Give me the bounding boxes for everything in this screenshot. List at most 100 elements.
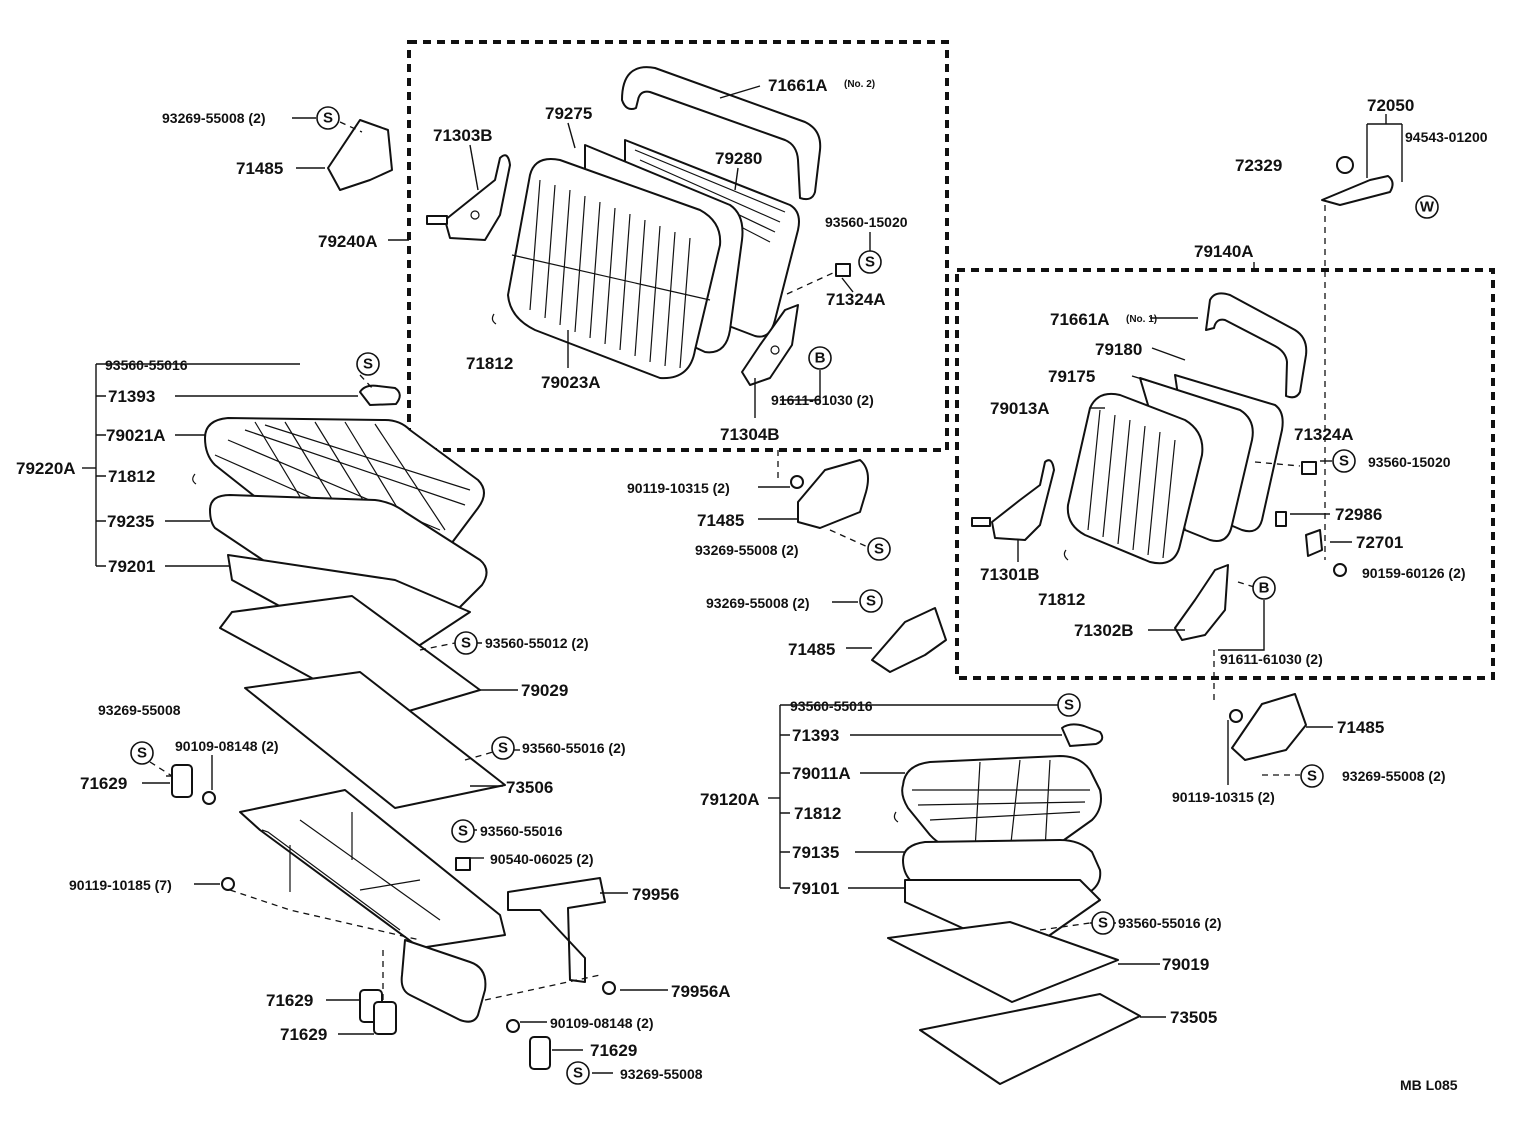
label-71629: 71629 <box>80 774 127 793</box>
label-93269-55008: 93269-55008 (2) <box>162 110 266 126</box>
bracket-72701 <box>1305 529 1323 557</box>
label-91611-61030: 91611-61030 (2) <box>1220 651 1323 667</box>
cushion-seams <box>214 424 471 549</box>
symbol-circles: S S B W S B S S S S S S S S S S S <box>130 106 1439 1085</box>
label-94543-01200: 94543-01200 <box>1405 129 1488 145</box>
bolt-79956A <box>602 981 616 995</box>
frame-ribs <box>634 149 786 243</box>
hinge-hole <box>470 210 480 220</box>
label-93560-15020: 93560-15020 <box>825 214 908 230</box>
front-cover-pleats <box>1087 409 1176 559</box>
label-79013A: 79013A <box>990 399 1050 418</box>
lock-lever <box>1321 175 1394 206</box>
cover-71485-b <box>797 459 869 529</box>
label-93560-55016: 93560-55016 <box>790 698 873 714</box>
symbol-s <box>867 537 891 561</box>
knob-72329 <box>1336 156 1354 174</box>
group-box-79240A <box>407 40 949 452</box>
bolt-90159 <box>1333 563 1347 577</box>
label-71629: 71629 <box>266 991 313 1010</box>
label-93269-55008: 93269-55008 <box>620 1066 703 1082</box>
label-72329: 72329 <box>1235 156 1282 175</box>
board-79029 <box>219 595 481 719</box>
label-71301B: 71301B <box>980 565 1040 584</box>
hook-71812-a <box>491 313 497 325</box>
clip-71324A-b <box>1301 461 1317 475</box>
symbol-s-text: S <box>573 1065 583 1082</box>
hinge-71304B <box>741 304 799 386</box>
label-90119-10315: 90119-10315 (2) <box>1172 789 1275 805</box>
hinge-71302B <box>1174 564 1229 641</box>
label-93269-55008: 93269-55008 <box>98 702 181 718</box>
cover-pleats <box>529 179 691 369</box>
label-79240A: 79240A <box>318 232 378 251</box>
label-71485: 71485 <box>236 159 283 178</box>
symbol-s <box>859 589 883 613</box>
board-79019 <box>887 921 1119 1003</box>
symbol-s-text: S <box>874 541 884 558</box>
bracket-72050 <box>1366 114 1403 182</box>
bracket-79956 <box>507 877 606 983</box>
mat-73506 <box>244 671 506 809</box>
label-93560-15020: 93560-15020 <box>1368 454 1451 470</box>
cap-71629-a <box>171 764 193 798</box>
symbol-s <box>454 631 478 655</box>
headrest-71661A-no1 <box>1205 292 1308 399</box>
seatback-cover-79013A <box>1066 392 1204 565</box>
front-cushion-seams <box>912 759 1090 853</box>
bolt-90119-10315-b <box>1229 709 1243 723</box>
symbol-b <box>808 346 832 370</box>
cover-71485-c <box>871 607 947 673</box>
hook-71812-c <box>192 473 197 485</box>
symbol-s-text: S <box>137 745 147 762</box>
symbol-s-text: S <box>1064 697 1074 714</box>
hook-71812-d <box>893 811 899 823</box>
seatback-front-assembly <box>971 292 1347 641</box>
label-79201: 79201 <box>108 557 155 576</box>
label-93269-55008: 93269-55008 (2) <box>1342 768 1446 784</box>
label-93269-55008: 93269-55008 (2) <box>695 542 799 558</box>
group-box-79140A <box>955 268 1495 680</box>
symbol-s <box>1057 693 1081 717</box>
label-71393: 71393 <box>108 387 155 406</box>
symbol-s-text: S <box>865 254 875 271</box>
symbol-s <box>356 352 380 376</box>
label-90119-10315: 90119-10315 (2) <box>627 480 730 496</box>
symbol-s-text: S <box>866 593 876 610</box>
label-71812: 71812 <box>1038 590 1085 609</box>
label-79280: 79280 <box>715 149 762 168</box>
label-79220A: 79220A <box>16 459 76 478</box>
seat-leg-frame <box>171 119 616 1070</box>
hinge-bolt <box>426 215 448 225</box>
label-90109-08148: 90109-08148 (2) <box>550 1015 654 1031</box>
label-91611-61030: 91611-61030 (2) <box>771 392 874 408</box>
label-79180: 79180 <box>1095 340 1142 359</box>
bracket-72986 <box>1275 511 1287 527</box>
label-79275: 79275 <box>545 104 592 123</box>
symbol-b-text: B <box>1259 580 1270 597</box>
label-71629: 71629 <box>590 1041 637 1060</box>
hinge-hole-b <box>770 345 780 355</box>
bolt-90119-a <box>221 877 235 891</box>
symbol-s-text: S <box>458 823 468 840</box>
clip-71324A-a <box>835 263 851 277</box>
label-71812: 71812 <box>466 354 513 373</box>
seat-cushion-front <box>887 723 1141 1085</box>
label-93560-55016: 93560-55016 (2) <box>522 740 626 756</box>
label-71629: 71629 <box>280 1025 327 1044</box>
label-no1: (No. 1) <box>1126 314 1157 325</box>
diagram-code: MB L085 <box>1400 1077 1458 1093</box>
label-72701: 72701 <box>1356 533 1403 552</box>
symbol-s <box>1300 764 1324 788</box>
label-79956: 79956 <box>632 885 679 904</box>
symbol-s <box>451 819 475 843</box>
symbol-s <box>1091 911 1115 935</box>
symbol-s-text: S <box>1339 453 1349 470</box>
dashed-connectors <box>149 121 1326 1001</box>
frame-inner <box>261 819 441 931</box>
label-71324A: 71324A <box>1294 425 1354 444</box>
hinge-71303B <box>444 154 511 241</box>
frame-posts <box>289 812 353 892</box>
